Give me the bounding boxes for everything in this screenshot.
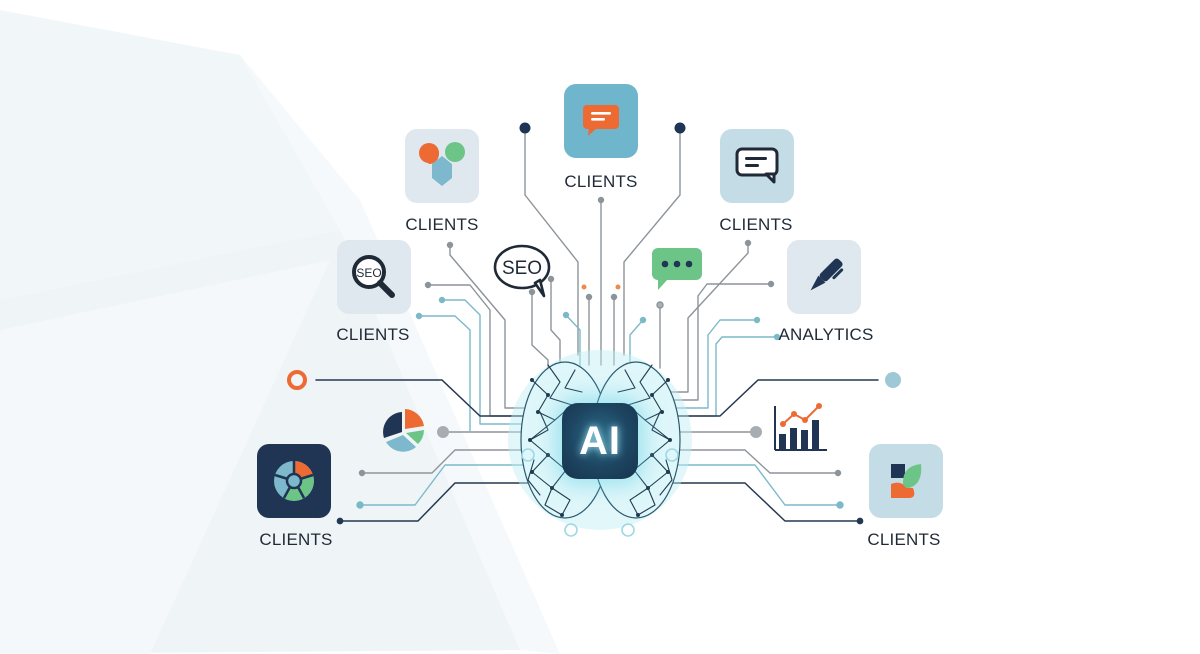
fountain-pen-icon bbox=[810, 258, 844, 291]
segmented-wheel-icon bbox=[274, 461, 314, 501]
node-top-left[interactable] bbox=[405, 129, 479, 203]
ai-chip-label: AI bbox=[579, 418, 621, 463]
bar-line-chart-icon bbox=[774, 403, 827, 451]
orange-ring-node bbox=[287, 370, 307, 390]
node-bottom-right[interactable] bbox=[869, 444, 943, 518]
node-mid-right[interactable] bbox=[787, 240, 861, 314]
leaf-shapes-icon bbox=[891, 464, 922, 498]
node-bottom-left[interactable] bbox=[257, 444, 331, 518]
pie-chart-icon bbox=[383, 409, 424, 452]
teal-dot-node bbox=[885, 372, 901, 388]
node-mid-left-label: CLIENTS bbox=[336, 325, 410, 344]
node-top-center[interactable] bbox=[564, 84, 638, 158]
node-top-center-label: CLIENTS bbox=[564, 172, 638, 191]
chat-bubble-lines-icon bbox=[583, 105, 619, 136]
chat-bubble-outline-icon bbox=[735, 147, 779, 184]
typing-chat-bubble-icon bbox=[652, 248, 702, 290]
svg-text:SEO: SEO bbox=[356, 266, 381, 280]
pie-chart bbox=[380, 408, 426, 459]
node-top-left-label: CLIENTS bbox=[405, 215, 479, 234]
seo-bubble-text: SEO bbox=[502, 258, 542, 279]
seo-magnifier-icon: SEO bbox=[352, 255, 395, 298]
node-bottom-left-label: CLIENTS bbox=[259, 530, 333, 549]
ai-chip: AI bbox=[562, 403, 638, 479]
bar-line-chart bbox=[773, 402, 829, 459]
node-top-right[interactable] bbox=[720, 129, 794, 203]
node-bottom-right-label: CLIENTS bbox=[867, 530, 941, 549]
node-mid-right-label: ANALYTICS bbox=[778, 325, 874, 344]
node-mid-left[interactable]: SEO bbox=[337, 240, 411, 314]
node-top-right-label: CLIENTS bbox=[719, 215, 793, 234]
seo-speech-bubble: SEO bbox=[492, 242, 554, 305]
location-pins-icon bbox=[419, 142, 465, 186]
typing-chat-bubble bbox=[650, 246, 706, 297]
seo-speech-bubble-icon: SEO bbox=[493, 244, 551, 298]
